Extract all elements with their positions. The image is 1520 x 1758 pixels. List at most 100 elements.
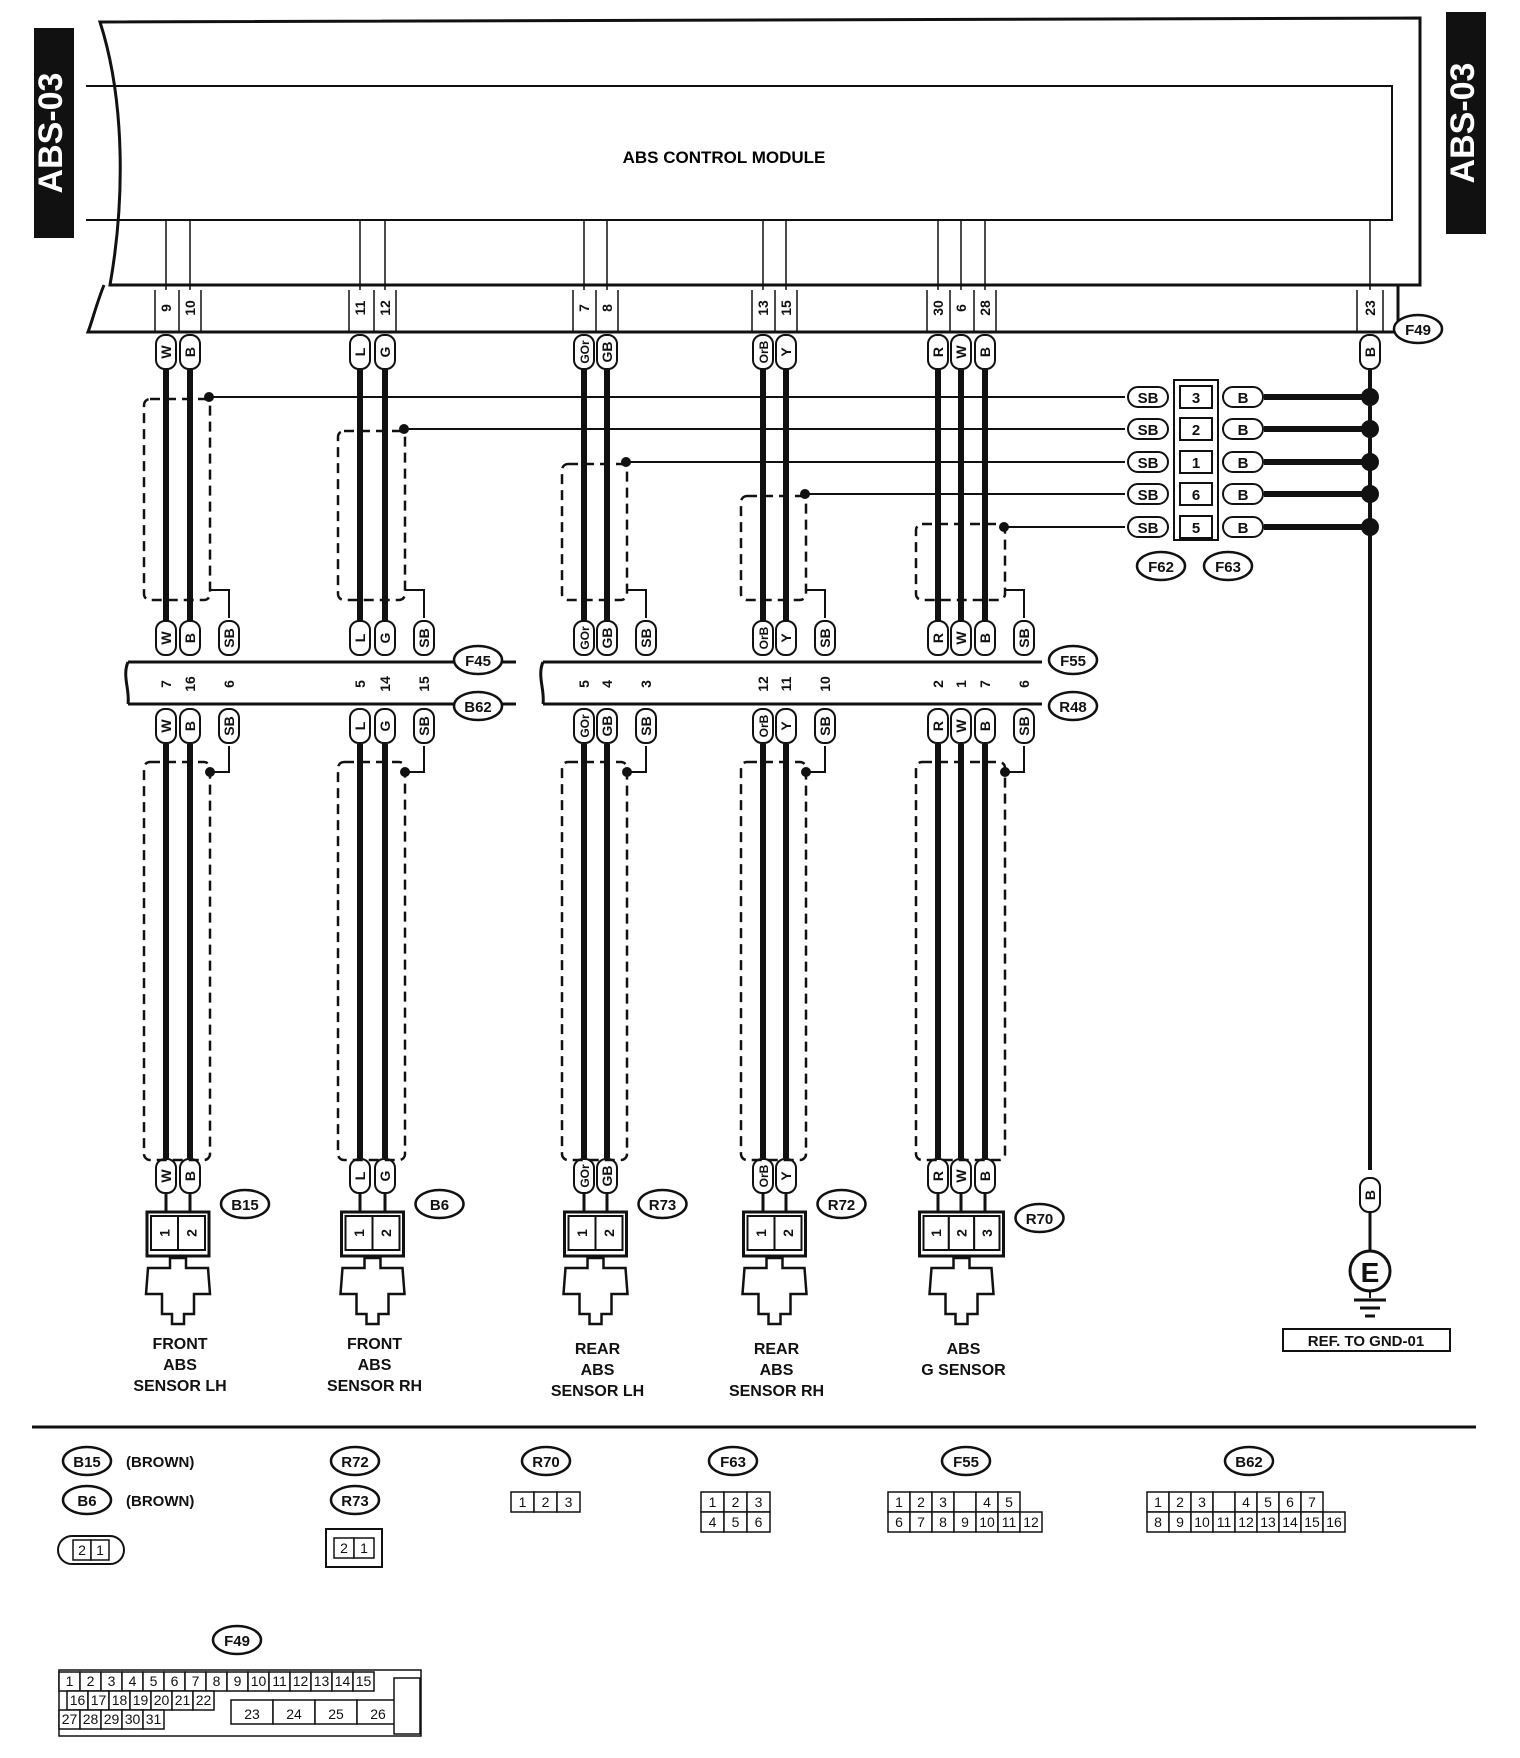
sensor-circuit-3-connector-pin: 1 <box>574 1229 590 1237</box>
sensor-circuit-1-color-pill-top-text: B <box>182 347 198 357</box>
ground-symbol-letter: E <box>1361 1257 1380 1288</box>
sensor-circuit-5-connector-cell <box>973 1215 1001 1251</box>
sensor-circuit-5-color-pill-mid-lower-frame <box>1013 708 1035 744</box>
legend-f55-face-bottom-cell-label: 12 <box>1023 1514 1039 1530</box>
sensor-circuit-2-connector-id: B6 <box>414 1188 465 1220</box>
sensor-circuit-5-connector-pin: 2 <box>954 1229 970 1237</box>
sensor-circuit-4-module-pin: 13 <box>755 300 771 316</box>
sensor-circuit-5-color-pill-bottom: B <box>974 1158 996 1194</box>
sensor-circuit-2-drain-lower <box>405 746 425 773</box>
sensor-circuit-5-color-pill-top-text: R <box>930 347 946 357</box>
sensor-circuit-1-color-pill-mid-upper-frame <box>218 620 240 656</box>
legend-f55-face-bottom-cell-label: 9 <box>961 1514 969 1530</box>
sensor-circuit-5-color-pill-mid-lower-text: SB <box>1016 716 1032 735</box>
legend-f63-face-cell-label: 4 <box>709 1514 717 1530</box>
shield-row-junction <box>1361 420 1379 438</box>
harness-connector-id-f55-text: F55 <box>1060 653 1086 670</box>
sensor-circuit-4-sensor-body <box>741 1256 808 1326</box>
sensor-circuit-3-color-pill-mid-upper-text: SB <box>638 628 654 647</box>
sensor-circuit-4-harness-pin: 12 <box>755 676 771 692</box>
sensor-circuit-2-color-pill-mid-upper: L <box>349 620 371 656</box>
sensor-circuit-4-connector-id: R72 <box>816 1188 867 1220</box>
sensor-circuit-2-color-pill-top-frame <box>349 334 371 370</box>
sensor-circuit-5-drain-upper <box>1005 589 1025 618</box>
sensor-circuit-2-connector-pin: 2 <box>378 1229 394 1237</box>
shield-row-junction <box>1361 518 1379 536</box>
sensor-circuit-4-color-pill-top-frame <box>752 334 774 370</box>
sensor-circuit-5-color-pill-mid-upper-text: B <box>977 633 993 643</box>
sensor-circuit-5-shield-lower <box>914 760 1007 1162</box>
sensor-circuit-1-color-pill-top-frame <box>155 334 177 370</box>
sensor-circuit-4-color-pill-mid-upper-text: Y <box>778 633 794 643</box>
legend-b15-color: (BROWN) <box>126 1454 194 1471</box>
legend-f49-row1-cell-label: 9 <box>234 1673 242 1689</box>
legend-r70-face-cell-label: 1 <box>519 1494 527 1510</box>
legend-f49-large-cell-label: 26 <box>370 1706 386 1722</box>
legend-b62-face-bottom-cell-label: 16 <box>1326 1514 1342 1530</box>
sensor-circuit-3-color-pill-top-frame <box>596 334 618 370</box>
harness-connector-id-b62: B62 <box>452 690 504 722</box>
sensor-circuit-4-sensor-label: ABS <box>760 1362 794 1379</box>
legend-f49-row1-cell-label: 14 <box>335 1673 351 1689</box>
shield-row-left-pill-text: SB <box>1138 390 1159 407</box>
legend-f49-large-cell <box>356 1699 400 1725</box>
sensor-circuit-5-color-pill-mid-upper-frame <box>1013 620 1035 656</box>
sensor-circuit-2-shield-upper <box>336 429 407 602</box>
sensor-circuit-1-color-pill-mid-upper-text: B <box>182 633 198 643</box>
sensor-circuit-3-module-pin: 7 <box>576 304 592 312</box>
abs-control-module: ABS CONTROL MODULE <box>85 16 1422 334</box>
sensor-circuit-5-connector-id: R70 <box>1014 1202 1065 1234</box>
shield-row-left-pill-text: SB <box>1138 455 1159 472</box>
sensor-circuit-4-color-pill-mid-upper: OrB <box>752 620 774 656</box>
shield-row-pin: 6 <box>1192 487 1200 504</box>
sensor-circuit-4-color-pill-mid-upper-frame <box>752 620 774 656</box>
sensor-circuit-1-color-pill-bottom-text: B <box>182 1171 198 1181</box>
sensor-circuit-3-color-pill-mid-lower: GOr <box>573 708 595 744</box>
module-connector-id-text: F49 <box>1405 322 1431 339</box>
sensor-circuit-3-color-pill-bottom: GOr <box>573 1158 595 1194</box>
shield-row-right-pill-text: B <box>1238 422 1249 439</box>
sensor-circuit-3-color-pill-mid-upper-frame <box>573 620 595 656</box>
sensor-circuit-2-color-pill-mid-lower-frame <box>374 708 396 744</box>
sensor-circuit-1-connector-pin: 1 <box>157 1229 173 1237</box>
shield-row-right-pill-frame <box>1222 451 1264 473</box>
sensor-circuit-1-color-pill-mid-lower: SB <box>218 708 240 744</box>
sensor-circuit-5-connector-pin: 3 <box>979 1229 995 1237</box>
sensor-circuit-1-color-pill-mid-lower-text: SB <box>221 716 237 735</box>
sensor-circuit-5-color-pill-mid-lower: R <box>927 708 949 744</box>
shield-row-right-pill-text: B <box>1238 455 1249 472</box>
sensor-circuit-3-harness-pin: 4 <box>599 680 615 688</box>
harness-connector-id-b62-frame <box>452 690 504 722</box>
page-tag-right: ABS-03 <box>1444 12 1486 234</box>
shield-row-left-pill-frame <box>1127 451 1169 473</box>
legend-f49-large-cell <box>272 1699 316 1725</box>
legend-r72-id-frame <box>329 1445 381 1477</box>
legend-f49-row3-cell-label: 27 <box>62 1711 78 1727</box>
sensor-circuit-3-color-pill-top: GOr <box>573 334 595 370</box>
legend-f55-face-bottom-cell <box>1019 1511 1043 1533</box>
sensor-circuit-2-color-pill-bottom: G <box>374 1158 396 1194</box>
sensor-circuit-5-connector-pin: 1 <box>928 1229 944 1237</box>
legend-r72-id-text: R72 <box>341 1454 369 1471</box>
sensor-circuit-1-color-pill-mid-lower-frame <box>179 708 201 744</box>
sensor-circuit-1-sensor-body <box>144 1256 212 1326</box>
ground-color-pill-bottom-text: B <box>1362 1190 1378 1200</box>
legend-f55-face-top-cell-label: 1 <box>895 1494 903 1510</box>
harness-connector-id-r48-frame <box>1047 690 1099 722</box>
sensor-circuit-2-color-pill-mid-lower-text: SB <box>416 716 432 735</box>
sensor-circuit-5-color-pill-mid-lower-text: B <box>977 721 993 731</box>
legend-f49-row1-cell-label: 11 <box>272 1673 287 1689</box>
sensor-circuit-4-harness-pin: 11 <box>778 676 794 691</box>
legend-b62-face-top-cell-label: 3 <box>1198 1494 1206 1510</box>
sensor-circuit-5-color-pill-top: B <box>974 334 996 370</box>
sensor-circuit-5-connector-cell <box>947 1215 976 1251</box>
sensor-circuit-5-color-pill-top-text: W <box>953 345 969 359</box>
sensor-circuit-3-color-pill-mid-upper-frame <box>596 620 618 656</box>
